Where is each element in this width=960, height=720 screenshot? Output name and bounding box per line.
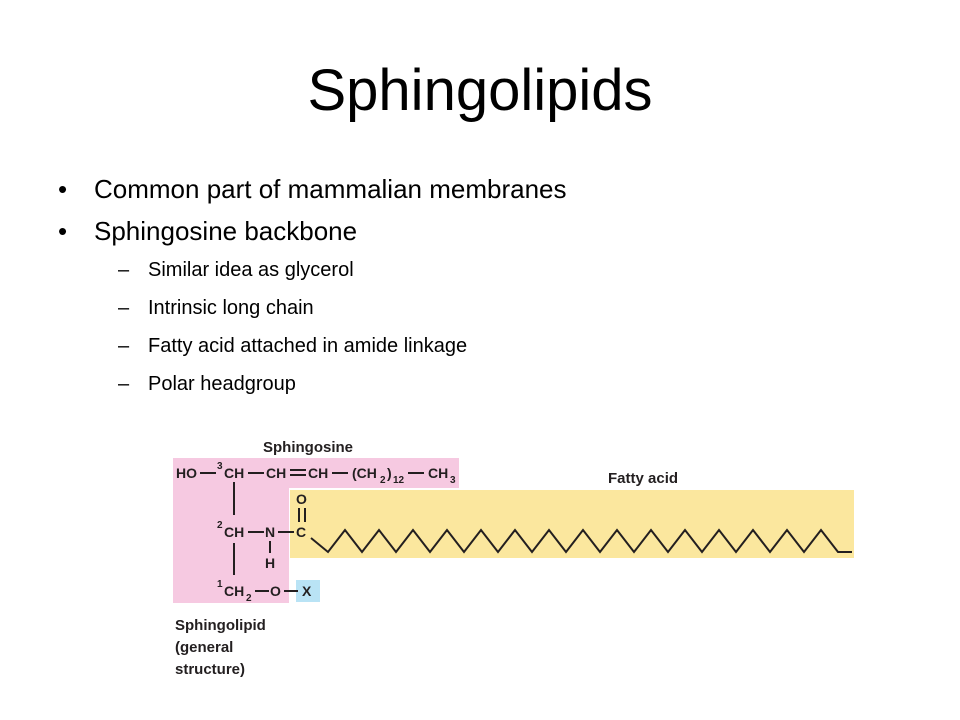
bullet-mark: • [58, 174, 68, 204]
headgroup-x: X [302, 583, 312, 599]
atom-ho: HO [176, 465, 197, 481]
sub-bullet-text: Fatty acid attached in amide linkage [148, 335, 468, 357]
bullet-item: • Sphingosine backbone [58, 216, 918, 246]
bullet-text: Common part of mammalian membranes [94, 174, 567, 204]
atom-ch: CH [224, 524, 244, 540]
subscript-2: 2 [246, 593, 252, 604]
headgroup-box [296, 580, 320, 602]
chain-paren: ) [387, 465, 392, 481]
bullet-item: • Common part of mammalian membranes [58, 174, 918, 204]
bullet-text: Sphingosine backbone [94, 216, 358, 246]
sub-bullet-mark: – [118, 297, 130, 319]
sphingosine-row3: 1 CH 2 O X [217, 579, 312, 604]
sphingolipid-caption: Sphingolipid (general structure) [175, 617, 266, 678]
fatty-acid-label: Fatty acid [608, 470, 678, 487]
bullet-list: • Common part of mammalian membranes • S… [58, 174, 918, 410]
sub-bullet-mark: – [118, 259, 130, 281]
atom-c: C [296, 524, 306, 540]
subscript-3: 3 [450, 475, 456, 486]
chain-ch2: (CH [352, 465, 377, 481]
sphingolipid-structure-figure: Sphingosine Fatty acid HO 3 CH CH CH (CH… [160, 425, 880, 695]
bullet-mark: • [58, 216, 68, 246]
sub-bullet-mark: – [118, 335, 130, 357]
fatty-acid-chain [310, 528, 852, 554]
fatty-acid-box [290, 490, 854, 558]
caption-line: Sphingolipid [175, 617, 266, 634]
atom-ch: CH [224, 465, 244, 481]
sub-bullet-item: – Polar headgroup [58, 372, 918, 396]
atom-n: N [265, 524, 275, 540]
sub-bullet-item: – Fatty acid attached in amide linkage [58, 334, 918, 358]
sphingosine-label: Sphingosine [263, 439, 353, 456]
sub-bullet-item: – Similar idea as glycerol [58, 258, 918, 282]
sub-bullet-mark: – [118, 373, 130, 395]
sphingosine-row2: 2 CH N C O H [217, 491, 307, 571]
carbon-number-3: 3 [217, 461, 223, 472]
atom-ch2: CH [224, 583, 244, 599]
sub-bullet-text: Similar idea as glycerol [148, 259, 354, 281]
atom-h: H [265, 555, 275, 571]
atom-ch: CH [266, 465, 286, 481]
carbon-number-2: 2 [217, 520, 223, 531]
caption-line: structure) [175, 661, 245, 678]
slide-title: Sphingolipids [307, 58, 653, 123]
atom-ch: CH [308, 465, 328, 481]
atom-ch3: CH [428, 465, 448, 481]
sub-bullet-item: – Intrinsic long chain [58, 296, 918, 320]
subscript-2: 2 [380, 475, 386, 486]
sub-bullet-text: Intrinsic long chain [148, 297, 314, 319]
subscript-12: 12 [393, 475, 405, 486]
caption-line: (general [175, 639, 233, 656]
sphingosine-row1: HO 3 CH CH CH (CH 2 ) 12 CH 3 [176, 461, 456, 486]
carbon-number-1: 1 [217, 579, 223, 590]
sub-bullet-text: Polar headgroup [148, 373, 296, 395]
atom-o: O [296, 491, 307, 507]
atom-o: O [270, 583, 281, 599]
structure-diagram: Sphingosine Fatty acid HO 3 CH CH CH (CH… [173, 439, 854, 678]
